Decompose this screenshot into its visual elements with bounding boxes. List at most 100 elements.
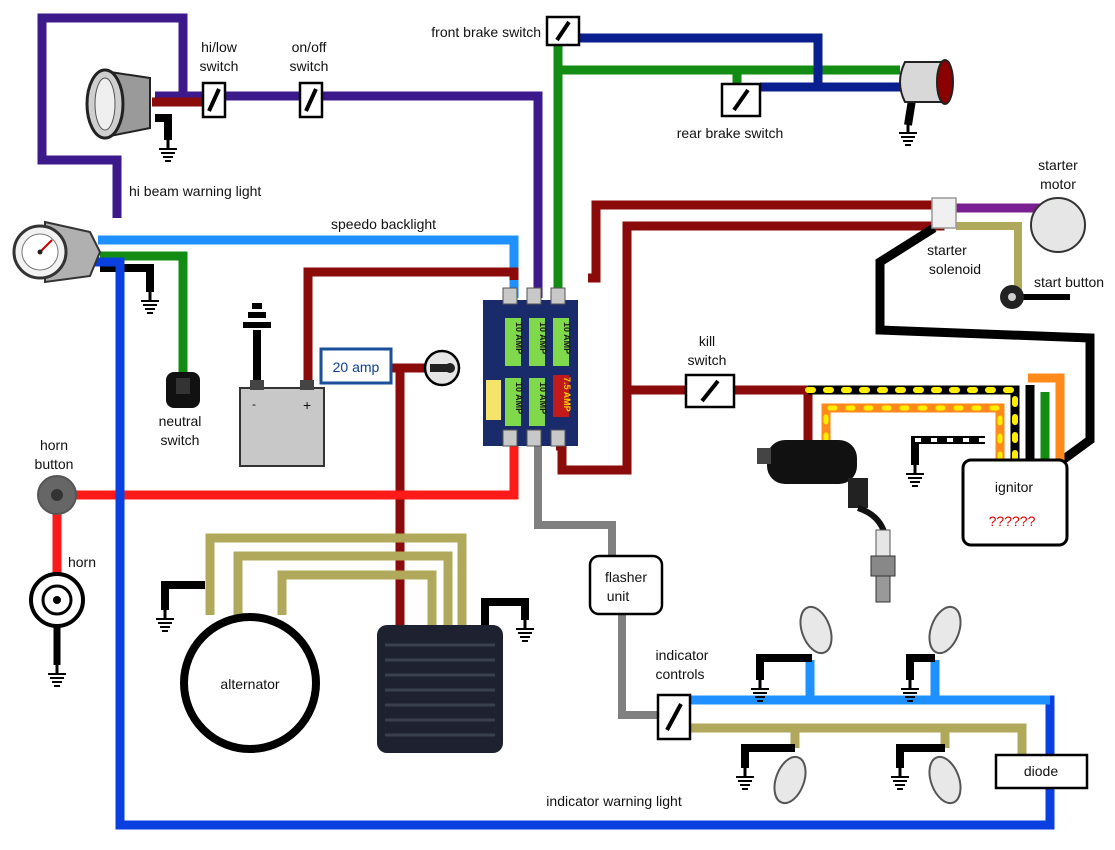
- label-flasher-line1: flasher: [605, 569, 647, 585]
- wire-red-horn: [70, 446, 519, 500]
- wire-yellow-dots: [805, 387, 1018, 463]
- label-horn: horn: [68, 554, 96, 570]
- ground-icon: [156, 610, 174, 632]
- indicator-lamp-icon: [799, 605, 833, 655]
- wire-green-brake: [553, 38, 900, 298]
- label-diode: diode: [1024, 763, 1058, 779]
- label-kill-line2: switch: [688, 352, 727, 368]
- svg-text:-: -: [252, 397, 256, 411]
- on-off-switch: [298, 81, 324, 119]
- fuse-label-3: 10 AMP: [562, 322, 572, 354]
- label-on-off-line1: on/off: [292, 39, 327, 55]
- alternator-icon: [180, 613, 320, 753]
- spark-plug-icon: [870, 529, 896, 603]
- wire-black-tail-ground: [904, 99, 916, 126]
- fuse-label-6: 10 AMP: [538, 382, 548, 414]
- wire-darkred-battery: [303, 267, 519, 385]
- fuse-label-2: 10 AMP: [538, 322, 548, 354]
- label-neutral-line2: switch: [161, 432, 200, 448]
- starter-solenoid-icon: [931, 197, 957, 229]
- ground-icon: [891, 768, 909, 790]
- wire-green-neutral: [100, 251, 188, 378]
- label-hi-low-line1: hi/low: [201, 39, 238, 55]
- label-horn-button-line2: button: [35, 456, 74, 472]
- wire-purple-hibeam-loop: [37, 13, 188, 218]
- indicator-lamp-icon: [928, 605, 962, 655]
- neutral-switch-icon: [166, 372, 200, 408]
- label-hi-low-line2: switch: [200, 58, 239, 74]
- label-flasher-line2: unit: [607, 588, 630, 604]
- label-front-brake: front brake switch: [431, 24, 541, 40]
- wire-orange-ignitor: [1028, 373, 1065, 460]
- label-starter-solenoid-line1: starter: [927, 242, 967, 258]
- front-brake-switch: [545, 15, 581, 47]
- labels: hi/low switch on/off switch front brake …: [35, 24, 1105, 809]
- starter-motor-icon: [1030, 197, 1086, 253]
- battery-icon: - +: [239, 303, 325, 467]
- wire-black-lamp-1: [756, 654, 812, 680]
- ignition-key-icon: [423, 349, 461, 387]
- rear-brake-switch: [720, 82, 762, 118]
- label-ignitor-note: ??????: [989, 513, 1036, 529]
- wire-white-dots: [823, 405, 1003, 463]
- ground-icon: [906, 465, 924, 487]
- svg-text:+: +: [303, 397, 311, 413]
- regulator-rectifier-icon: [377, 625, 503, 753]
- fuse-20-amp: 20 amp: [319, 347, 393, 385]
- label-speedo-backlight: speedo backlight: [331, 216, 436, 232]
- label-horn-button-line1: horn: [40, 437, 68, 453]
- headlight-icon: [85, 68, 151, 140]
- label-kill-line1: kill: [699, 333, 715, 349]
- ground-icon: [736, 768, 754, 790]
- wire-olive-indicator: [690, 723, 1027, 760]
- ignition-coil-icon: [757, 440, 888, 536]
- ground-icon: [516, 620, 534, 642]
- indicator-lamp-icon: [928, 755, 962, 805]
- speedometer-icon: [12, 220, 102, 284]
- wire-blue-indicator-top: [805, 660, 940, 700]
- wire-black-lamp-2: [906, 654, 935, 680]
- label-starter-motor-line2: motor: [1040, 176, 1076, 192]
- flasher-unit-box: [588, 554, 664, 616]
- ground-icon: [159, 140, 177, 162]
- diode-box: [994, 753, 1089, 790]
- wire-navy-brake: [578, 33, 900, 92]
- wire-olive-start: [956, 222, 1022, 290]
- wire-darkred-solenoid-a: [588, 200, 940, 283]
- label-indicator-controls-line1: indicator: [656, 647, 709, 663]
- fuse-label-5: 10 AMP: [514, 382, 524, 414]
- indicator-lamp-icon: [773, 755, 807, 805]
- label-hi-beam-warning: hi beam warning light: [129, 183, 261, 199]
- hi-low-switch: [201, 81, 227, 119]
- label-neutral-line1: neutral: [159, 413, 202, 429]
- label-rear-brake: rear brake switch: [677, 125, 784, 141]
- horn-button-icon: [37, 475, 77, 515]
- wire-black-alternator-ground: [161, 581, 205, 610]
- wire-black-regulator-ground: [481, 598, 529, 625]
- label-starter-motor-line1: starter: [1038, 157, 1078, 173]
- ground-icon: [899, 124, 917, 146]
- start-button-icon: [1000, 285, 1024, 309]
- fuse-20-amp-label: 20 amp: [333, 359, 380, 375]
- kill-switch: [684, 373, 736, 409]
- label-on-off-line2: switch: [290, 58, 329, 74]
- wire-black-headlight-ground: [155, 114, 172, 140]
- label-indicator-warning: indicator warning light: [546, 793, 682, 809]
- ignitor-box: [961, 458, 1069, 547]
- wire-black-lamp-4: [896, 744, 945, 768]
- wire-grey-flasher: [534, 446, 660, 719]
- wire-purple-main: [155, 91, 543, 298]
- label-starter-solenoid-line2: solenoid: [929, 261, 981, 277]
- wire-black-speedo-ground: [100, 264, 154, 292]
- fuse-label-4: 7.5 AMP: [562, 377, 572, 412]
- wire-black-lamp-3: [741, 744, 795, 768]
- label-ignitor: ignitor: [995, 479, 1033, 495]
- fuse-label-1: 10 AMP: [514, 322, 524, 354]
- wire-black-solenoid-ignitor: [875, 224, 1095, 466]
- label-indicator-controls-line2: controls: [655, 666, 704, 682]
- ground-icon: [48, 665, 66, 687]
- wire-darkred-coil: [735, 385, 813, 440]
- tail-light-icon: [899, 59, 954, 105]
- wire-olive-alternator: [205, 533, 467, 625]
